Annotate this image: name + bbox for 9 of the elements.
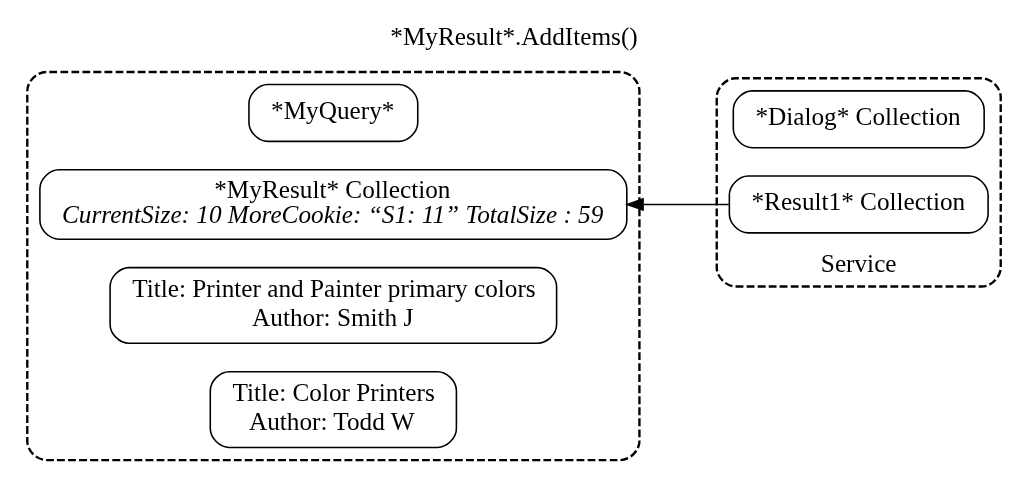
node-box: Title: Color Printers Author: Todd W <box>209 370 458 449</box>
diagram-title: *MyResult*.AddItems() <box>390 22 638 50</box>
node-box: Title: Printer and Painter primary colors Author: Smith J <box>109 266 558 345</box>
node-box: *Dialog* Collection <box>732 90 985 149</box>
cluster <box>26 70 641 462</box>
node-box: *Result1* Collection <box>728 175 989 234</box>
node-box: *MyResult* Collection CurrentSize: 10 MoreCookie: “S1: 11” TotalSize : 59 <box>39 169 628 240</box>
node-box: *MyQuery* <box>248 83 419 143</box>
arrow <box>624 197 730 212</box>
